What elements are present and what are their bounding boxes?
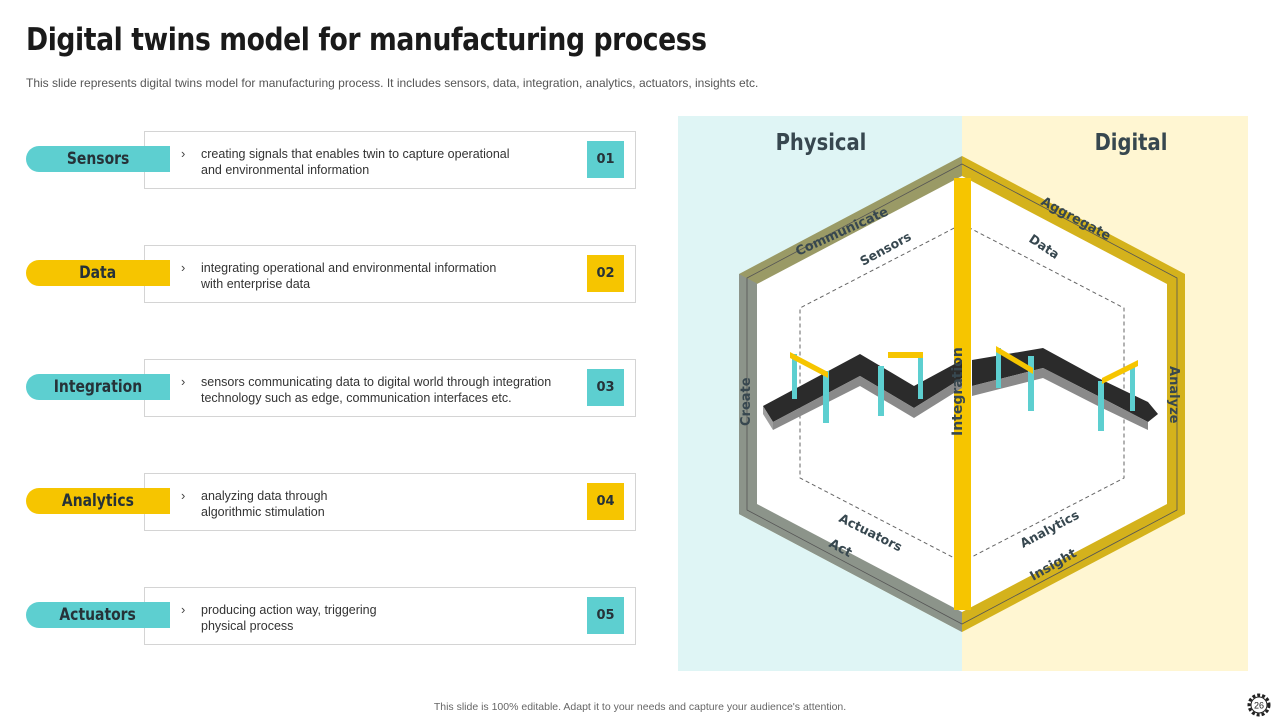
- integration-bar: [954, 178, 971, 610]
- footer-note: This slide is 100% editable. Adapt it to…: [433, 701, 847, 713]
- step-card: › integrating operational and environmen…: [144, 245, 636, 303]
- step-card: › analyzing data through algorithmic sti…: [144, 473, 636, 531]
- step-label-pill: Integration: [26, 374, 170, 400]
- chevron-right-icon: ›: [181, 374, 186, 389]
- step-description: analyzing data through algorithmic stimu…: [201, 489, 328, 519]
- physical-heading: Physical: [776, 130, 867, 157]
- step-label-pill: Data: [26, 260, 170, 286]
- step-label: Integration: [53, 377, 143, 397]
- step-row-data: › integrating operational and environmen…: [26, 245, 638, 305]
- step-description: producing action way, triggering physica…: [201, 603, 377, 633]
- step-label-pill: Sensors: [26, 146, 170, 172]
- step-number-badge: 04: [587, 483, 624, 520]
- page-number: 26: [1254, 701, 1264, 711]
- chevron-right-icon: ›: [181, 488, 186, 503]
- step-row-actuators: › producing action way, triggering physi…: [26, 587, 638, 647]
- step-card: › sensors communicating data to digital …: [144, 359, 636, 417]
- step-row-analytics: › analyzing data through algorithmic sti…: [26, 473, 638, 533]
- digital-twin-hexagon-svg: Physical Digital Communicate Aggregate A…: [678, 116, 1248, 671]
- step-label: Actuators: [59, 605, 137, 625]
- step-row-sensors: › creating signals that enables twin to …: [26, 131, 638, 191]
- step-number-badge: 01: [587, 141, 624, 178]
- conveyor-belt-illustration: [763, 346, 1158, 431]
- digital-twin-diagram: Physical Digital Communicate Aggregate A…: [678, 116, 1248, 671]
- chevron-right-icon: ›: [181, 602, 186, 617]
- step-card: › creating signals that enables twin to …: [144, 131, 636, 189]
- step-card: › producing action way, triggering physi…: [144, 587, 636, 645]
- step-description: creating signals that enables twin to ca…: [201, 147, 510, 177]
- create-label: Create: [739, 377, 754, 426]
- page-number-badge: 26: [1246, 692, 1272, 718]
- step-number-badge: 02: [587, 255, 624, 292]
- chevron-right-icon: ›: [181, 260, 186, 275]
- page-subtitle: This slide represents digital twins mode…: [26, 76, 759, 90]
- integration-label: Integration: [950, 347, 966, 436]
- hexagon-gray-band: [739, 274, 962, 632]
- step-description: sensors communicating data to digital wo…: [201, 375, 552, 405]
- step-label-pill: Actuators: [26, 602, 170, 628]
- chevron-right-icon: ›: [181, 146, 186, 161]
- step-number-badge: 03: [587, 369, 624, 406]
- page-title: Digital twins model for manufacturing pr…: [26, 22, 707, 58]
- step-number-badge: 05: [587, 597, 624, 634]
- gear-icon: 26: [1247, 693, 1271, 717]
- step-label: Analytics: [61, 491, 134, 511]
- step-description: integrating operational and environmenta…: [201, 261, 497, 291]
- digital-heading: Digital: [1095, 130, 1168, 157]
- step-label-pill: Analytics: [26, 488, 170, 514]
- analyze-label: Analyze: [1166, 366, 1181, 424]
- step-row-integration: › sensors communicating data to digital …: [26, 359, 638, 419]
- cycle-arrow-path: [746, 163, 1178, 625]
- step-label: Data: [79, 263, 117, 283]
- step-label: Sensors: [66, 149, 130, 169]
